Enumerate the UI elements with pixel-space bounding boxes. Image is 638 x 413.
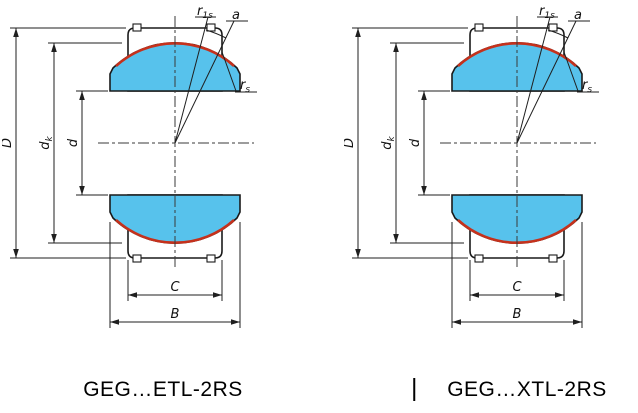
caption-etl: GEG…ETL-2RS xyxy=(83,378,243,401)
bearing-drawing-xtl xyxy=(344,2,638,354)
bearing-section-xtl xyxy=(344,4,599,328)
bearing-section-etl xyxy=(2,4,257,328)
bearing-diagram-etl xyxy=(2,2,302,354)
bearing-diagram-xtl xyxy=(344,2,638,354)
bearing-drawing-etl xyxy=(2,2,302,354)
caption-separator: | xyxy=(411,374,418,402)
caption-xtl: GEG…XTL-2RS xyxy=(447,378,607,401)
